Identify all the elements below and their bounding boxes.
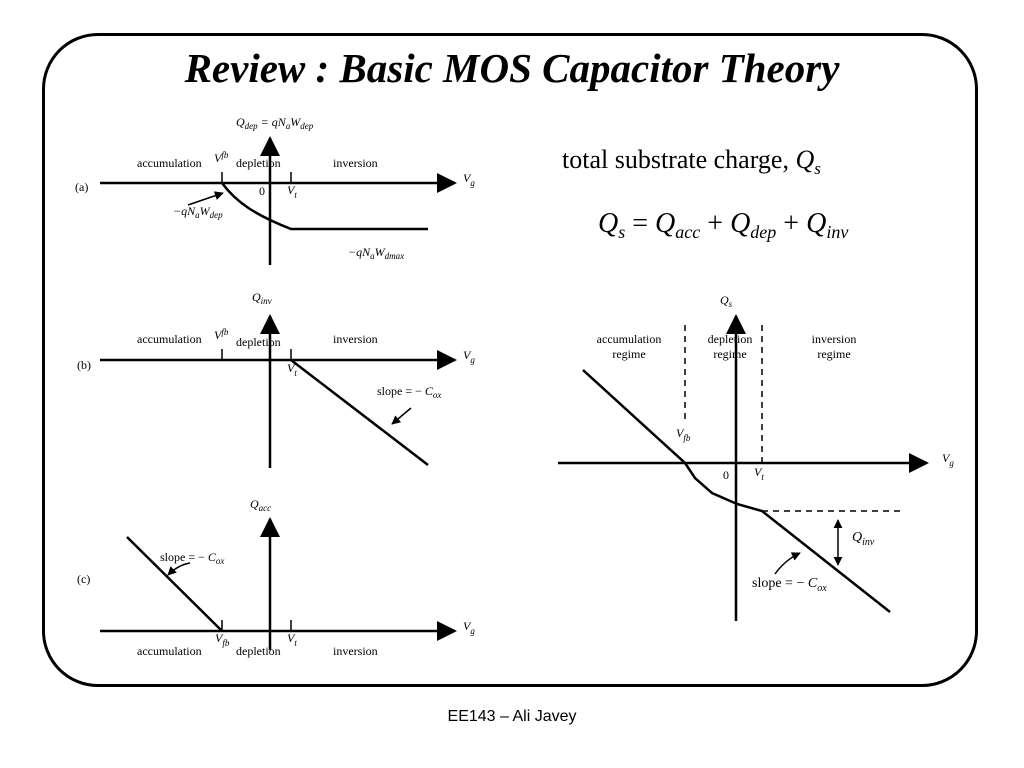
panel-b-qinv-line (290, 359, 429, 466)
qs-axis-label: Qs (720, 293, 733, 309)
qs-depletion-regime-label-2: regime (713, 347, 746, 361)
panel-a-vfb-label: Vfb (214, 150, 229, 165)
panel-a-pointer-arrow (187, 191, 224, 206)
qs-vfb-label: Vfb (676, 426, 691, 443)
qs-accumulation-regime-label-2: regime (612, 347, 645, 361)
panel-c-inversion-label: inversion (333, 644, 378, 658)
qs-vt-label: Vt (754, 465, 764, 482)
panel-a-qdep-equation: Qdep = qNaWdep (236, 115, 314, 131)
panel-a-zero-label: 0 (259, 184, 265, 198)
qs-curve (582, 369, 891, 613)
panel-c-slope-pointer (167, 562, 191, 576)
panel-a-depletion-label: depletion (236, 156, 281, 170)
qs-vg-label: Vg (942, 451, 954, 468)
qs-depletion-regime-label: depletion (708, 332, 753, 346)
slide-title: Review : Basic MOS Capacitor Theory (184, 45, 840, 91)
panel-c-depletion-label: depletion (236, 644, 281, 658)
panel-a-vg-label: Vg (463, 171, 475, 188)
panel-b-label: (b) (77, 358, 91, 372)
panel-b-accumulation-label: accumulation (137, 332, 202, 346)
panel-a-vt-label: Vt (287, 183, 297, 200)
qs-zero-label: 0 (723, 468, 729, 482)
slide-frame (42, 33, 978, 687)
panel-a-qdep-curve (220, 182, 428, 231)
panel-a-inversion-label: inversion (333, 156, 378, 170)
panel-c-vg-label: Vg (463, 619, 475, 636)
qs-slope-label: slope = − Cox (752, 576, 827, 594)
total-charge-block: total substrate charge, Qs Qs = Qacc + Q… (562, 145, 848, 242)
panel-a-accumulation-label: accumulation (137, 156, 202, 170)
panel-b-slope-pointer (391, 407, 412, 425)
qs-inversion-regime-label: inversion (812, 332, 857, 346)
panel-c-accumulation-label: accumulation (137, 644, 202, 658)
qs-inversion-regime-label-2: regime (817, 347, 850, 361)
slide-footer: EE143 – Ali Javey (447, 708, 577, 725)
panel-b-inversion-label: inversion (333, 332, 378, 346)
panel-a: (a) accumulation depletion inversion 0 V… (75, 115, 475, 265)
panel-b-qinv-label: Qinv (252, 290, 272, 306)
panel-a-label: (a) (75, 180, 88, 194)
panel-b-depletion-label: depletion (236, 335, 281, 349)
panel-b-vfb-label: Vfb (214, 327, 229, 342)
total-charge-equation: Qs = Qacc + Qdep + Qinv (598, 208, 848, 242)
panel-b: (b) accumulation depletion inversion Qin… (77, 290, 475, 468)
qs-slope-pointer (774, 552, 801, 575)
panel-c-qacc-line (126, 536, 223, 632)
qs-qinv-label: Qinv (852, 530, 875, 548)
panel-c-vfb-label: Vfb (215, 631, 230, 648)
qs-accumulation-regime-label: accumulation (597, 332, 662, 346)
panel-c-label: (c) (77, 572, 90, 586)
panel-a-minus-qnawdep-label: −qNaWdep (173, 204, 223, 220)
panel-a-minus-qnawdmax-label: −qNaWdmax (348, 245, 404, 261)
panel-b-vg-label: Vg (463, 348, 475, 365)
panel-b-vt-label: Vt (287, 361, 297, 378)
total-charge-label: total substrate charge, Qs (562, 145, 821, 178)
panel-c-qacc-label: Qacc (250, 497, 271, 513)
panel-c: (c) accumulation depletion inversion Qac… (77, 497, 475, 658)
qs-diagram: Qs accumulation regime depletion regime … (558, 293, 954, 621)
panel-c-vt-label: Vt (287, 631, 297, 648)
panel-c-slope-label: slope = − Cox (160, 550, 224, 566)
panel-b-slope-label: slope = − Cox (377, 384, 441, 400)
